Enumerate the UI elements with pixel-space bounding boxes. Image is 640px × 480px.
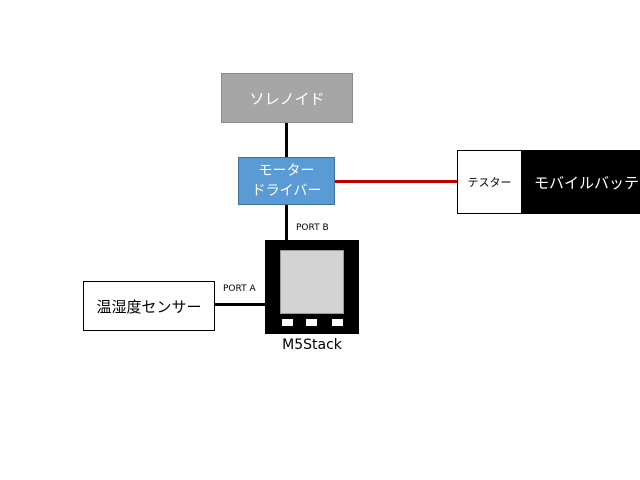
- wire-sensor-m5stack: [215, 303, 266, 306]
- solenoid-label: ソレノイド: [249, 89, 325, 108]
- m5stack-label: M5Stack: [282, 337, 342, 353]
- port-a-label: PORT A: [223, 284, 256, 294]
- port-b-label: PORT B: [296, 223, 329, 233]
- wire-solenoid-driver: [285, 123, 288, 157]
- motor-driver-node: モーター ドライバー: [238, 157, 335, 205]
- tester-label: テスター: [467, 176, 512, 189]
- temperature-humidity-sensor-node: 温湿度センサー: [83, 281, 215, 331]
- motor-driver-label-line2: ドライバー: [251, 183, 322, 199]
- m5stack-button-c: [332, 319, 343, 326]
- m5stack-button-b: [306, 319, 317, 326]
- motor-driver-label-line1: モーター: [258, 163, 315, 179]
- power-wire-driver-tester: [335, 180, 457, 183]
- mobile-battery-label: モバイルバッテ: [534, 173, 640, 192]
- m5stack-button-a: [282, 319, 293, 326]
- mobile-battery-node: モバイルバッテ: [522, 150, 640, 214]
- sensor-label: 温湿度センサー: [96, 297, 202, 316]
- m5stack-screen: [280, 250, 344, 314]
- m5stack-device-icon: [265, 240, 359, 334]
- wire-driver-m5stack: [285, 205, 288, 241]
- tester-node: テスター: [457, 150, 522, 214]
- solenoid-node: ソレノイド: [221, 73, 353, 123]
